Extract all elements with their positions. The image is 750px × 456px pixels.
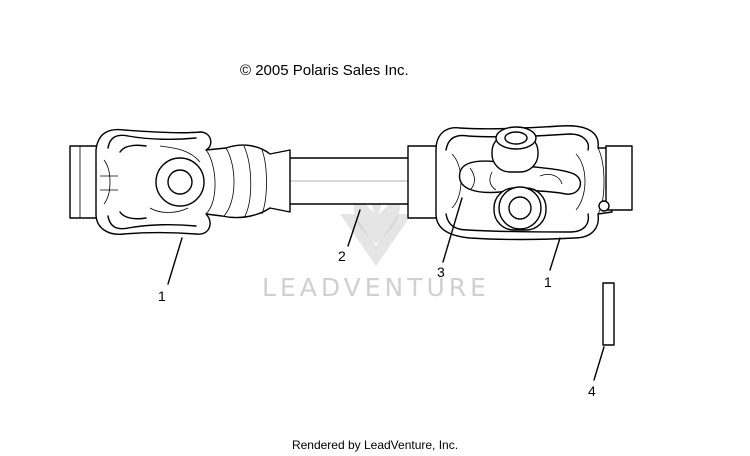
callout-1-right: 1 xyxy=(544,274,552,290)
shaft xyxy=(267,157,419,205)
right-universal-joint xyxy=(407,125,633,241)
watermark-text: LEADVENTURE xyxy=(262,273,490,302)
callout-4: 4 xyxy=(588,383,596,399)
callout-2: 2 xyxy=(338,248,346,264)
left-universal-joint xyxy=(95,128,291,235)
leader-lines xyxy=(167,197,605,381)
footer-text: Rendered by LeadVenture, Inc. xyxy=(291,438,459,452)
roll-pin xyxy=(602,282,615,346)
copyright-text: © 2005 Polaris Sales Inc. xyxy=(240,62,409,79)
callout-1-left: 1 xyxy=(158,288,166,304)
leadventure-watermark: LEADVENTURE xyxy=(262,172,490,302)
callout-3: 3 xyxy=(437,264,445,280)
